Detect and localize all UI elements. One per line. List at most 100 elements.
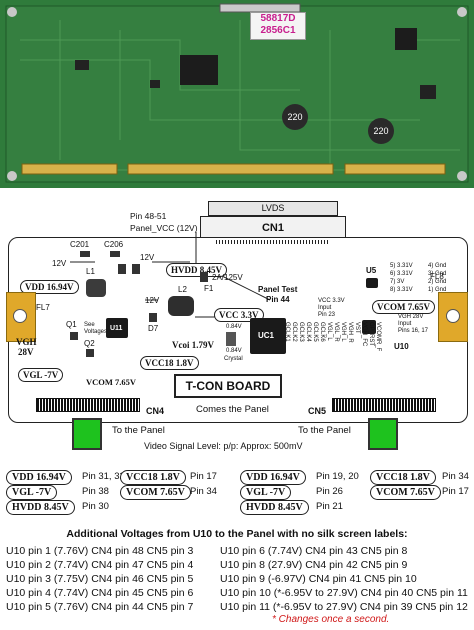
vgl-pill: VGL -7V	[18, 368, 64, 382]
tcon-title: T-CON BOARD	[185, 379, 271, 393]
crystal-voltage-bot: 0.84V	[226, 348, 242, 354]
additional-right-list: U10 pin 6 (7.74V) CN4 pin 43 CN5 pin 8 U…	[220, 544, 468, 614]
left-vdd-pins: Pin 31, 32	[82, 471, 125, 482]
midleft-vcc18-pins: Pin 17	[190, 471, 217, 482]
inductor-1-label: 220	[287, 112, 303, 122]
panel-cable-left	[72, 418, 102, 450]
vcc18-pill: VCC18 1.8V	[140, 356, 199, 370]
midright-vdd-pins: Pin 19, 20	[316, 471, 359, 482]
additional-heading: Additional Voltages from U10 to the Pane…	[66, 528, 408, 540]
to-panel-right: To the Panel	[298, 425, 351, 436]
video-signal-note: Video Signal Level: p/p: Approx: 500mV	[144, 441, 303, 451]
midleft-vcom-pins: Pin 34	[190, 486, 217, 497]
additional-left-list: U10 pin 1 (7.76V) CN4 pin 48 CN5 pin 3 U…	[6, 544, 193, 614]
vgh-label: VGH	[16, 337, 37, 347]
inductor-l1	[86, 279, 106, 297]
signal-gclk4: GCLK4	[305, 322, 311, 342]
additional-left-5: U10 pin 5 (7.76V) CN4 pin 44 CN5 pin 7	[6, 601, 194, 613]
signal-labels: GCLK1 GCLK2 GCLK3 GCLK4 GCLK5 GCLK6 VGL_…	[284, 322, 390, 382]
u5-pin-1: 1) Gnd	[428, 287, 447, 293]
midleft-vcc18-pill: VCC18 1.8V	[120, 470, 186, 485]
capacitor-c201	[80, 251, 90, 257]
pin-range-label: Pin 48-51	[130, 211, 167, 221]
left-hvdd-pins: Pin 30	[82, 501, 109, 512]
comes-panel-label: Comes the Panel	[196, 404, 269, 415]
pcb-illustration	[0, 0, 474, 188]
midright-vgl-pill: VGL -7V	[240, 485, 292, 500]
midright-vgl-pins: Pin 26	[316, 486, 343, 497]
hole-right	[446, 309, 460, 323]
capacitor-c206	[110, 251, 120, 257]
additional-left-2: U10 pin 2 (7.74V) CN4 pin 47 CN5 pin 4	[6, 559, 194, 571]
signal-gp-rst: GP_RST	[368, 322, 374, 347]
cn4-label: CN4	[146, 406, 165, 416]
diode-d7	[149, 313, 157, 322]
transistor-q1	[70, 332, 78, 340]
crystal-voltage-top: 0.84V	[226, 324, 242, 330]
signal-vgh-l: VGH_L	[340, 322, 346, 342]
u5-pin-4: 4) Gnd	[428, 263, 447, 269]
vcc-input-line2: Input	[318, 305, 332, 311]
lvds-label: LVDS	[261, 203, 285, 213]
v12-label-a: 12V	[52, 259, 67, 268]
additional-left-1: U10 pin 1 (7.76V) CN4 pin 48 CN5 pin 3	[6, 545, 194, 557]
fl7-label: FL7	[36, 303, 50, 312]
signal-gclk1: GCLK1	[284, 322, 290, 342]
inductor-2: 220	[368, 118, 394, 144]
left-vdd-pill: VDD 16.94V	[6, 470, 72, 485]
cn4-connector	[36, 398, 140, 412]
u5-pin-5: 5) 3.31V	[390, 263, 413, 269]
small-part-1	[118, 264, 126, 274]
signal-gclk3: GCLK3	[298, 322, 304, 342]
hole-left	[13, 309, 27, 323]
additional-right-2: U10 pin 8 (27.9V) CN4 pin 42 CN5 pin 9	[220, 559, 408, 571]
sticker-line-2: 2856C1	[260, 25, 296, 36]
inductor-2-label: 220	[373, 126, 389, 136]
f1-label: F1	[204, 284, 214, 293]
u5-pin-6: 6) 3.31V	[390, 271, 413, 277]
u5-pin-2: 2) Gnd	[428, 279, 447, 285]
changes-note: * Changes once a second.	[272, 614, 390, 625]
inductor-l2	[168, 296, 194, 316]
left-vgl-pins: Pin 38	[82, 486, 109, 497]
signal-vgl-l: VGL_L	[326, 322, 332, 341]
fl8-label: FL8	[430, 272, 444, 281]
right-vcom-pill: VCOM 7.65V	[370, 485, 441, 500]
u10-label: U10	[394, 342, 409, 351]
additional-right-5: U10 pin 11 (*-6.95V to 27.9V) CN4 pin 39…	[220, 601, 468, 613]
vgh-input-line2: Input	[398, 321, 412, 327]
additional-left-3: U10 pin 3 (7.75V) CN4 pin 46 CN5 pin 5	[6, 573, 194, 585]
signal-vst: VST	[354, 322, 360, 334]
u5-pin-8: 8) 3.31V	[390, 287, 413, 293]
uc1-label: UC1	[258, 331, 275, 340]
additional-right-1: U10 pin 6 (7.74V) CN4 pin 43 CN5 pin 8	[220, 545, 408, 557]
mounting-tab-left	[6, 292, 36, 342]
chip-u10-area	[362, 320, 376, 334]
vcc-input-line1: VCC 3.3V	[318, 298, 345, 304]
cn1-label: CN1	[261, 222, 284, 234]
fuse-f1	[200, 272, 208, 282]
chip-u5	[366, 278, 378, 288]
right-vcc18-pins: Pin 34	[442, 471, 469, 482]
signal-vgh-fc: VGH_FC	[361, 322, 367, 347]
cn5-connector	[332, 398, 436, 412]
d7-label: D7	[148, 324, 159, 333]
u5-pin-7: 7) 3V	[390, 279, 405, 285]
chip-uc1	[250, 318, 286, 354]
transistor-q2	[86, 349, 94, 357]
panel-test-label: Panel Test	[258, 285, 298, 294]
sticker-line-1: 58817D	[260, 13, 296, 24]
tcon-board-photo: 58817D 2856C1 220 220	[0, 0, 474, 188]
vcoi-label: Vcoi 1.79V	[172, 340, 214, 350]
left-vgl-pill: VGL -7V	[6, 485, 58, 500]
signal-gclk5: GCLK5	[312, 322, 318, 342]
cn5-label: CN5	[308, 406, 327, 416]
midright-vdd-pill: VDD 16.94V	[240, 470, 306, 485]
to-panel-left: To the Panel	[112, 425, 165, 436]
signal-gclk6: GCLK6	[319, 322, 325, 342]
label-sticker: 58817D 2856C1	[250, 12, 306, 40]
chip-u11	[106, 318, 128, 338]
l2-label: L2	[178, 285, 187, 294]
fuse-rating: 2A/125V	[212, 273, 243, 282]
inductor-1: 220	[282, 104, 308, 130]
